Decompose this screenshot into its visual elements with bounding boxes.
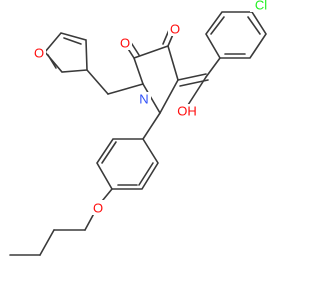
butoxyphenyl-double-2: [101, 141, 117, 164]
bond-c2-c3: [133, 45, 169, 59]
molecule-structure: O O Cl OH N O O: [9, 0, 272, 256]
atom-nitrogen: N: [139, 92, 148, 107]
atom-hydroxyl: OH: [177, 104, 197, 119]
furan-double-2: [63, 37, 82, 45]
chlorophenyl-ring: [205, 11, 267, 59]
atom-oxygen-ether: O: [93, 201, 103, 216]
butoxyphenyl-ring: [96, 138, 159, 190]
bond-c5-aryl: [142, 112, 161, 140]
bond-n-ch2: [107, 83, 144, 95]
butoxyphenyl-double-1: [138, 162, 154, 186]
bond-n-c2: [133, 57, 144, 85]
bond-c4-cexo-a: [177, 73, 207, 81]
furan-ring: [43, 32, 88, 73]
bond-c2-c3-chain: [39, 229, 55, 256]
bond-ch2-furan: [86, 69, 109, 95]
chlorophenyl-double-3: [210, 16, 225, 35]
chlorophenyl-double-2: [247, 16, 261, 35]
atom-oxygen-ketone-left: O: [120, 36, 130, 51]
bond-c5-n: [142, 83, 161, 114]
atom-oxygen-ketone-right: O: [170, 22, 180, 37]
atom-label-layer: O O Cl OH N O O: [32, 0, 272, 216]
atom-oxygen-furan: O: [34, 46, 44, 61]
bond-c4-c5: [159, 79, 179, 114]
atom-chlorine: Cl: [255, 0, 267, 13]
bond-layer: [9, 2, 267, 256]
bond-cexo-aryl: [205, 57, 221, 78]
bond-cexo-oh: [187, 76, 207, 106]
bond-c3-c4: [167, 45, 179, 81]
furan-double-1: [47, 54, 57, 69]
